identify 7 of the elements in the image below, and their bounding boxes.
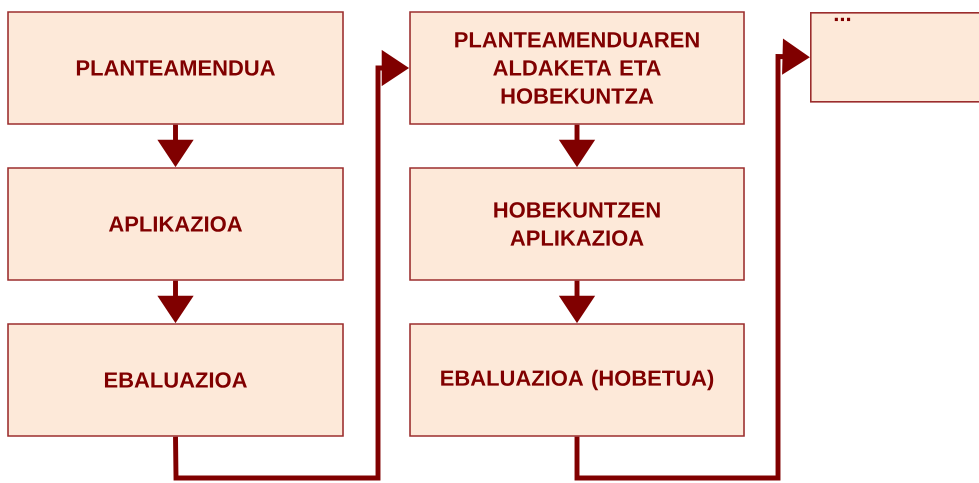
process-box: PLANTEAMENDUAREN ALDAKETA ETA HOBEKUNTZA (409, 11, 745, 125)
process-box: EBALUAZIOA (HOBETUA) (409, 323, 745, 437)
process-box: EBALUAZIOA (7, 323, 344, 437)
process-box: HOBEKUNTZEN APLIKAZIOA (409, 167, 745, 281)
process-box: PLANTEAMENDUA (7, 11, 344, 125)
process-box: APLIKAZIOA (7, 167, 344, 281)
process-box: ... (810, 12, 979, 103)
